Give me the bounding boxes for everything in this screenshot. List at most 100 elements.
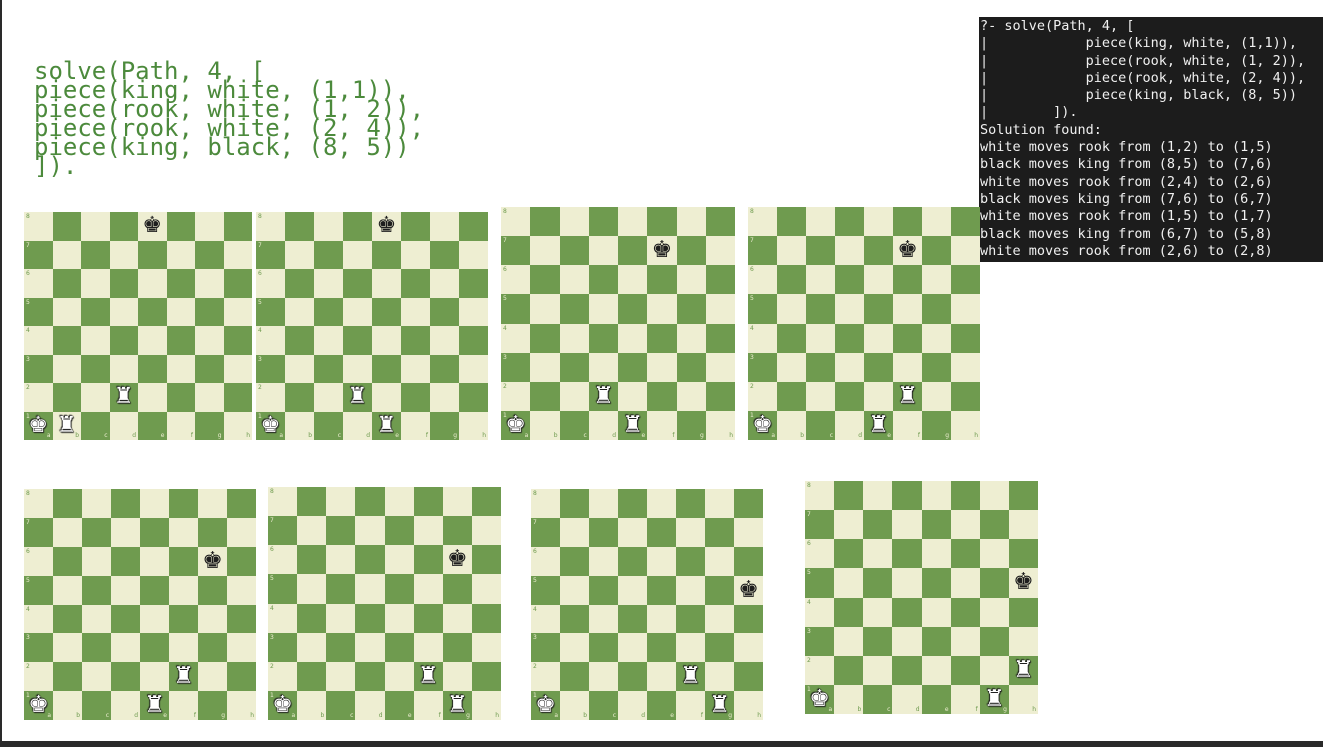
square-d3	[343, 354, 372, 383]
square-e2	[921, 655, 951, 685]
file-label: f	[190, 432, 193, 439]
square-b1: b	[297, 690, 327, 720]
square-h6	[705, 265, 735, 295]
file-label: e	[163, 712, 167, 719]
square-b1: b	[560, 691, 589, 720]
white-rook-icon: ♜	[447, 691, 468, 718]
square-b6	[52, 269, 81, 298]
square-b5	[834, 568, 864, 598]
rank-label: 4	[750, 324, 754, 332]
square-e5	[864, 294, 893, 324]
square-g2	[922, 381, 951, 411]
file-label: a	[554, 712, 558, 719]
square-g3	[676, 352, 706, 382]
square-c8	[314, 212, 343, 241]
rank-label: 5	[750, 295, 754, 303]
square-g3	[198, 633, 227, 663]
file-label: g	[217, 432, 222, 439]
square-c2	[314, 383, 343, 412]
terminal-line: black moves king from (7,6) to (6,7)	[980, 190, 1273, 207]
square-h1: h	[471, 690, 501, 720]
terminal-line: white moves rook from (1,5) to (1,7)	[980, 208, 1273, 225]
square-b3	[52, 354, 81, 383]
square-f8	[647, 207, 677, 237]
white-rook-icon: ♜	[984, 685, 1005, 712]
square-d1: d	[588, 410, 618, 440]
square-c7	[326, 516, 356, 546]
square-c8	[559, 207, 589, 237]
square-h8	[1008, 481, 1038, 511]
file-label: f	[917, 432, 920, 439]
square-b5	[777, 294, 806, 324]
square-h6	[1008, 539, 1038, 569]
square-d5	[355, 574, 385, 604]
file-label: g	[466, 712, 470, 719]
square-b8	[777, 207, 806, 237]
rank-label: 6	[750, 266, 754, 274]
square-a2: 2	[268, 661, 298, 691]
file-label: b	[857, 706, 862, 713]
square-g7	[979, 510, 1009, 540]
rank-label: 8	[503, 208, 507, 215]
square-a4: 4	[501, 323, 531, 353]
terminal-line: black moves king from (6,7) to (5,8)	[980, 225, 1273, 242]
square-b4	[53, 604, 82, 634]
square-h4	[1008, 597, 1038, 627]
square-b2	[53, 662, 82, 692]
terminal-line: white moves rook from (2,6) to (2,8)	[980, 242, 1273, 259]
file-label: d	[858, 432, 862, 439]
rank-label: 3	[270, 633, 274, 641]
square-c4	[81, 326, 110, 355]
square-h7	[471, 516, 501, 546]
square-d4	[835, 323, 864, 353]
square-a4: 4	[805, 597, 835, 627]
square-f3	[893, 352, 922, 382]
square-e8	[864, 207, 893, 237]
square-c5	[589, 575, 618, 605]
square-a4: 4	[268, 603, 298, 633]
square-e2	[138, 383, 167, 412]
file-label: e	[641, 432, 646, 439]
square-f7	[166, 240, 195, 269]
square-a2: 2	[256, 383, 285, 412]
square-d3	[618, 633, 647, 663]
square-d4	[109, 326, 138, 355]
square-g7	[442, 516, 472, 546]
square-a7: 7	[748, 236, 777, 266]
square-c7	[81, 240, 110, 269]
file-label: a	[291, 712, 296, 719]
square-b5	[560, 575, 589, 605]
square-f2: ♜	[413, 661, 443, 691]
rank-label: 4	[503, 324, 507, 332]
square-a5: 5	[748, 294, 777, 324]
rank-label: 4	[26, 605, 30, 613]
square-h5: ♚	[1008, 568, 1038, 598]
white-rook-icon: ♜	[622, 411, 643, 438]
square-b1: b♜	[52, 411, 81, 440]
file-label: a	[828, 706, 833, 713]
white-rook-icon: ♜	[173, 663, 194, 690]
square-b7	[560, 517, 589, 547]
square-c6	[559, 265, 589, 295]
file-label: d	[134, 712, 138, 719]
square-f8	[893, 207, 922, 237]
square-d1: d	[343, 411, 372, 440]
square-h1: h	[951, 410, 980, 440]
square-h8	[227, 489, 256, 518]
square-f1: f	[401, 411, 430, 440]
square-h2: ♜	[1008, 655, 1038, 685]
rank-label: 6	[26, 270, 30, 277]
rank-label: 2	[270, 662, 274, 670]
rank-label: 1	[533, 692, 537, 700]
square-g5	[676, 294, 706, 324]
square-b7	[52, 240, 81, 269]
rank-label: 8	[270, 488, 274, 495]
square-b7	[834, 510, 864, 540]
file-label: h	[482, 432, 486, 439]
square-h8	[705, 207, 735, 237]
square-a6: 6	[531, 546, 560, 576]
square-g6: ♚	[442, 545, 472, 575]
square-d8	[892, 481, 922, 511]
square-d4	[618, 604, 647, 634]
